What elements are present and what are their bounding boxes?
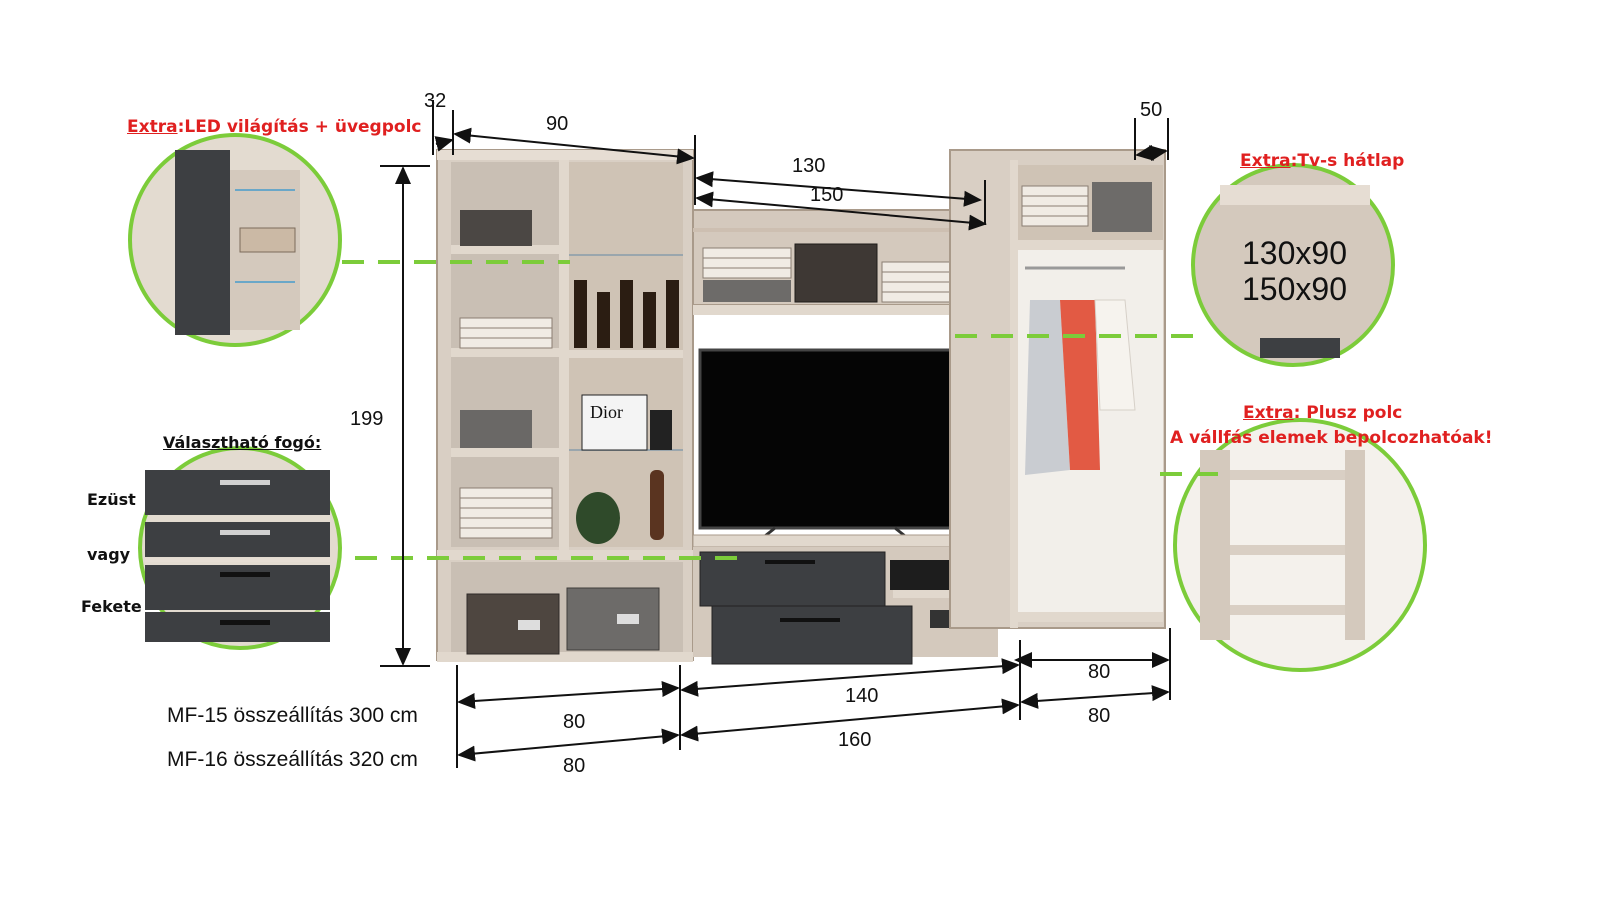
tv-back-extra-label: Extra [1240,151,1291,171]
shelf-text: : Plusz polc [1293,403,1403,423]
handle-option-black: Fekete [81,597,142,616]
dim-width-tv-b: 150 [810,184,843,206]
dim-bottom-mid-b: 160 [838,729,871,751]
config-mf15: MF-15 összeállítás 300 cm [167,704,418,727]
tv-back-size-1: 130x90 [1242,235,1347,271]
dim-bottom-left-b: 80 [563,755,585,777]
dim-depth-left: 32 [424,90,446,112]
left-cabinet: Dior [436,149,694,662]
dim-depth-right: 50 [1140,99,1162,121]
handle-or: vagy [87,545,131,564]
tv-back-text: :Tv-s hátlap [1290,151,1405,171]
led-extra-label: Extra [127,117,178,137]
shelf-annotation-line2: A vállfás elemek bepolcozhatóak! [1170,428,1493,448]
zoom-circle-tv-back [1191,163,1395,367]
svg-text:Dior: Dior [590,402,623,422]
dim-bottom-left-a: 80 [563,711,585,733]
tv-back-size-2: 150x90 [1242,271,1347,307]
handle-title: Választható fogó: [163,433,322,452]
config-mf16: MF-16 összeállítás 320 cm [167,748,418,771]
led-annotation: Extra:LED világítás + üvegpolc [127,117,421,137]
zoom-circle-led [128,133,342,347]
tv-back-annotation: Extra:Tv-s hátlap [1240,151,1404,171]
zoom-circle-shelf [1173,418,1427,672]
dim-bottom-mid-a: 140 [845,685,878,707]
dim-bottom-wardrobe-a: 80 [1088,661,1110,683]
wardrobe [949,149,1166,629]
zoom-circle-handle [138,446,342,650]
shelf-extra-label: Extra [1243,403,1294,423]
dim-width-tv-a: 130 [792,155,825,177]
leader-lines [342,260,1220,560]
shelf-annotation: Extra: Plusz polc [1243,403,1402,423]
dimension-lines [380,100,1171,768]
dim-bottom-right-a: 80 [1088,705,1110,727]
dim-height: 199 [350,408,383,430]
led-text: :LED világítás + üvegpolc [177,117,422,137]
handle-option-silver: Ezüst [87,490,136,509]
dim-width-top-left: 90 [546,113,568,135]
